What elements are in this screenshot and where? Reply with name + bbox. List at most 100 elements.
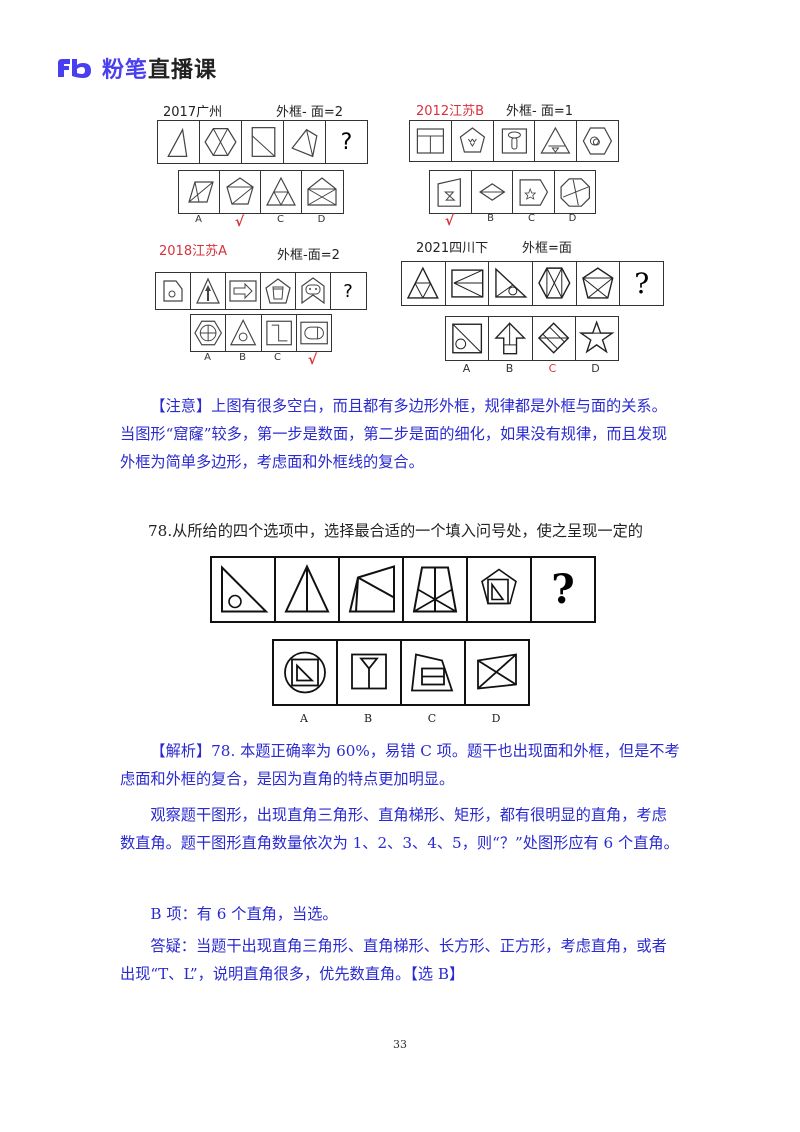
figure-hexagon-circle	[577, 121, 618, 161]
stem-figure-trapezoid-x	[404, 558, 468, 621]
option-label-d: D	[491, 712, 501, 725]
figure-house-face	[296, 273, 331, 309]
answer-option-labels: A B C D	[272, 712, 528, 725]
option-d-figure[interactable]	[302, 171, 342, 213]
option-c-figure[interactable]	[262, 315, 297, 351]
option-c-figure[interactable]	[402, 641, 466, 704]
option-c-figure[interactable]	[261, 171, 302, 213]
figure-square-key	[494, 121, 536, 161]
option-labels: A B C √	[190, 352, 330, 368]
option-b-figure[interactable]	[226, 315, 262, 351]
option-label: A	[462, 362, 471, 375]
stem-figure-question-mark: ?	[551, 566, 575, 613]
example-rule: 外框- 面=1	[506, 104, 573, 119]
brand-logo: 粉笔 直播课	[56, 52, 217, 84]
option-labels: A √ C D	[178, 214, 342, 230]
figure-pentagon-cup	[261, 273, 296, 309]
figure-pentagon-dots	[452, 121, 494, 161]
option-d-figure[interactable]	[555, 171, 596, 213]
correct-check-icon: √	[444, 213, 455, 229]
option-label-c: C	[427, 712, 437, 725]
option-label-correct: C	[548, 362, 557, 375]
example-rule: 外框=面	[522, 241, 572, 256]
option-d-figure[interactable]	[576, 317, 618, 360]
analysis-paragraph-1: 【解析】78. 本题正确率为 60%，易错 C 项。题干也出现面和外框，但是不考…	[120, 742, 680, 788]
option-b-figure[interactable]	[338, 641, 402, 704]
option-a-figure[interactable]	[191, 315, 227, 351]
stem-figure-right-triangle-circle	[212, 558, 276, 621]
option-label: A	[204, 352, 211, 363]
stem-figure-pentagon-square	[468, 558, 532, 621]
example-rule: 外框-面=2	[277, 248, 340, 263]
option-figure-strip	[445, 316, 619, 361]
question-figure-strip: ?	[155, 272, 367, 310]
question-text: 78.从所给的四个选项中，选择最合适的一个填入问号处，使之呈现一定的	[148, 522, 643, 540]
option-figure-strip	[190, 314, 332, 352]
option-b-figure[interactable]	[472, 171, 513, 213]
figure-triangle-arrow	[191, 273, 226, 309]
option-label-a: A	[300, 712, 308, 725]
question-figure-strip	[409, 120, 619, 162]
example-title: 2021四川下	[416, 241, 489, 256]
option-d-figure[interactable]	[466, 641, 528, 704]
figure-rect-diagonal	[242, 121, 284, 163]
option-label: A	[195, 214, 202, 225]
example-title: 2017广州	[163, 105, 223, 120]
option-b-figure[interactable]	[489, 317, 533, 360]
stem-figure-triangle-median	[276, 558, 340, 621]
page-number: 33	[393, 1038, 407, 1051]
figure-square-divided	[410, 121, 452, 161]
option-c-figure[interactable]	[513, 171, 555, 213]
note-paragraph: 【注意】上图有很多空白，而且都有多边形外框，规律都是外框与面的关系。当图形“窟窿…	[120, 397, 668, 471]
figure-hexagon-x	[533, 262, 577, 305]
figure-triangle-small-triangle	[535, 121, 578, 161]
option-label: B	[505, 362, 514, 375]
analysis-paragraph-4: 答疑：当题干出现直角三角形、直角梯形、长方形、正方形，考虑直角，或者出现“T、L…	[120, 937, 667, 983]
example-rule: 外框- 面=2	[276, 105, 343, 120]
option-a-figure[interactable]	[274, 641, 338, 704]
option-figure-strip	[429, 170, 596, 214]
option-label: C	[274, 352, 281, 363]
figure-square-fan	[446, 262, 490, 305]
figure-triangle-subdivided	[402, 262, 446, 305]
example-title: 2018江苏A	[159, 244, 227, 259]
option-d-figure[interactable]	[297, 315, 331, 351]
figure-pentagon-circle	[156, 273, 191, 309]
option-label: C	[528, 213, 535, 224]
figure-right-triangle-circle	[489, 262, 534, 305]
option-a-figure[interactable]	[179, 171, 220, 213]
correct-check-icon: √	[234, 214, 245, 230]
stem-figure-right-trapezoid	[340, 558, 404, 621]
question-stem-figures: ?	[210, 556, 596, 623]
option-a-figure[interactable]	[430, 171, 472, 213]
example-title: 2012江苏B	[416, 104, 485, 119]
option-label: B	[239, 352, 246, 363]
option-label: B	[487, 213, 494, 224]
brand-subtitle: 直播课	[148, 58, 218, 83]
figure-quad-diagonal	[284, 121, 326, 163]
option-c-figure[interactable]	[533, 317, 576, 360]
figure-question-mark: ?	[634, 267, 650, 300]
fb-logo-icon	[58, 59, 91, 78]
analysis-paragraph-2: 观察题干图形，出现直角三角形、直角梯形、矩形，都有很明显的直角，考虑数直角。题干…	[120, 806, 679, 852]
question-figure-strip: ?	[157, 120, 368, 164]
figure-question-mark: ?	[340, 129, 353, 155]
option-label-b: B	[363, 712, 373, 725]
option-a-figure[interactable]	[446, 317, 490, 360]
option-label: D	[317, 214, 326, 225]
option-labels: A B C D	[445, 362, 617, 375]
option-label: D	[591, 362, 600, 375]
question-figure-strip: ?	[401, 261, 664, 306]
correct-check-icon: √	[307, 352, 318, 368]
brand-name: 粉笔	[102, 58, 149, 83]
option-label: D	[568, 213, 577, 224]
figure-pentagon-x	[577, 262, 621, 305]
figure-question-mark: ?	[343, 280, 353, 302]
answer-option-figures	[272, 639, 530, 706]
option-labels: √ B C D	[429, 213, 593, 229]
option-figure-strip	[178, 170, 344, 214]
figure-square-arrow	[226, 273, 261, 309]
figure-hexagon-x	[200, 121, 242, 163]
option-label: C	[277, 214, 284, 225]
option-b-figure[interactable]	[220, 171, 261, 213]
